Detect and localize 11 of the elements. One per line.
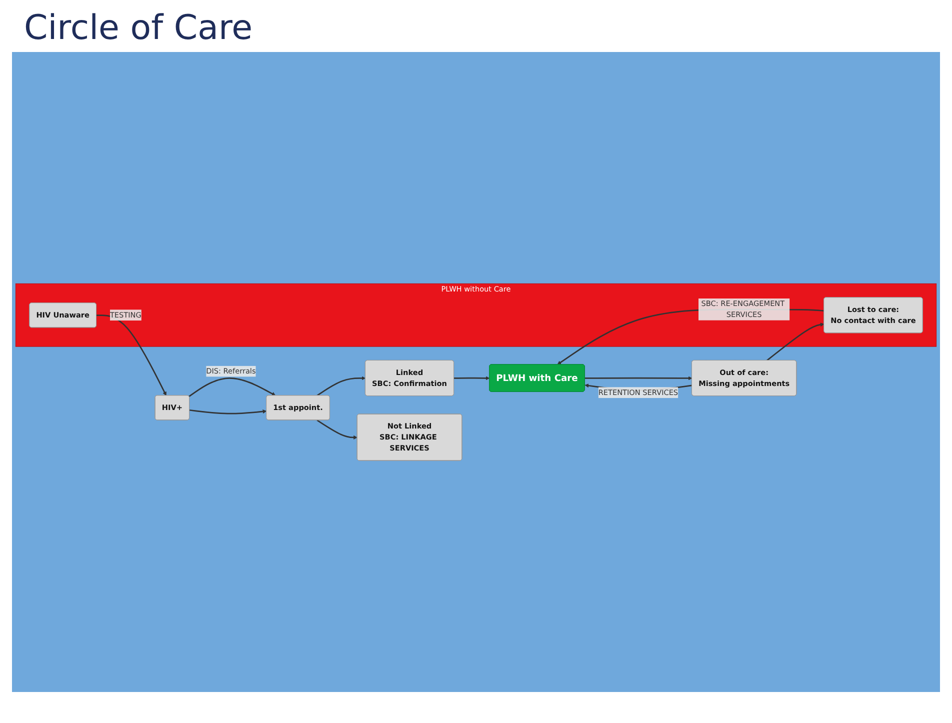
arrow xyxy=(316,376,366,396)
arrow xyxy=(316,420,358,440)
arrow xyxy=(557,308,824,365)
arrow xyxy=(766,322,824,361)
arrow xyxy=(189,409,267,414)
arrow xyxy=(96,314,166,396)
arrow xyxy=(454,376,490,380)
cluster xyxy=(15,283,937,347)
arrow xyxy=(584,376,692,380)
title: Circle of Care xyxy=(24,8,254,48)
arrow xyxy=(188,377,276,397)
